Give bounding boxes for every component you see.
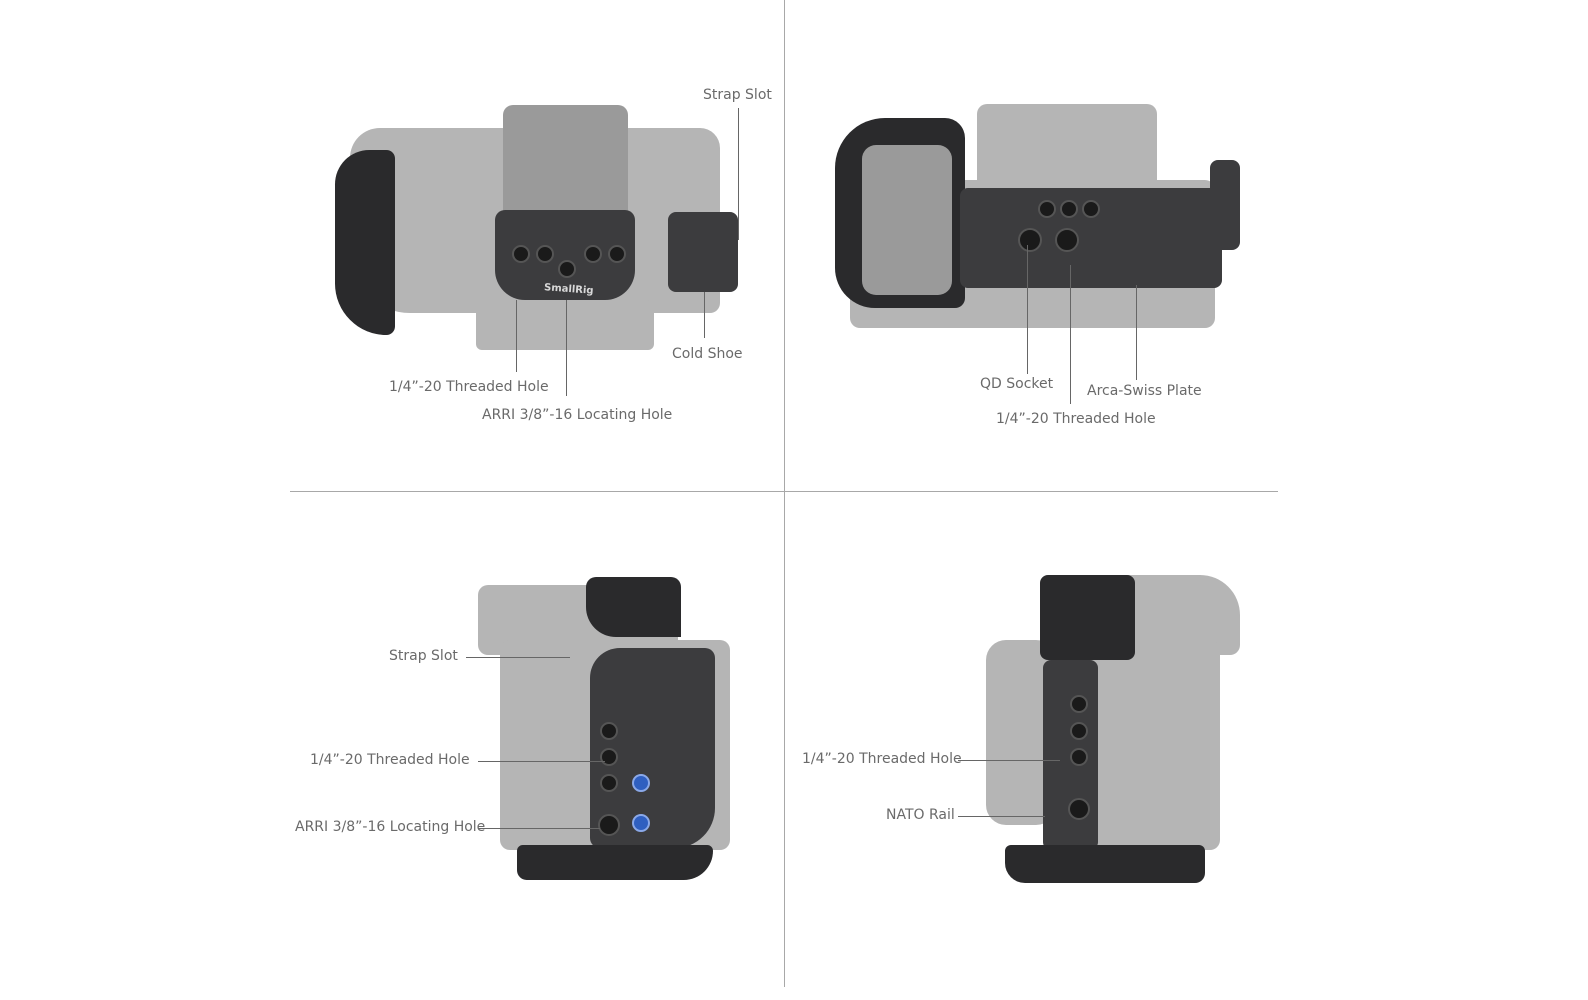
label-locating-hole: ARRI 3/8”-16 Locating Hole: [482, 407, 673, 423]
label-cold-shoe: Cold Shoe: [672, 346, 743, 362]
label-threaded-hole: 1/4”-20 Threaded Hole: [389, 379, 549, 395]
label-threaded-hole: 1/4”-20 Threaded Hole: [802, 751, 962, 767]
label-nato-rail: NATO Rail: [886, 807, 955, 823]
label-strap-slot: Strap Slot: [703, 87, 772, 103]
label-arca-swiss-plate: Arca-Swiss Plate: [1087, 383, 1202, 399]
label-qd-socket: QD Socket: [980, 376, 1054, 392]
label-threaded-hole: 1/4”-20 Threaded Hole: [310, 752, 470, 768]
label-locating-hole: ARRI 3/8”-16 Locating Hole: [295, 819, 486, 835]
label-strap-slot: Strap Slot: [389, 648, 458, 664]
horizontal-divider: [290, 491, 1278, 492]
vertical-divider: [784, 0, 785, 987]
label-threaded-hole: 1/4”-20 Threaded Hole: [996, 411, 1156, 427]
